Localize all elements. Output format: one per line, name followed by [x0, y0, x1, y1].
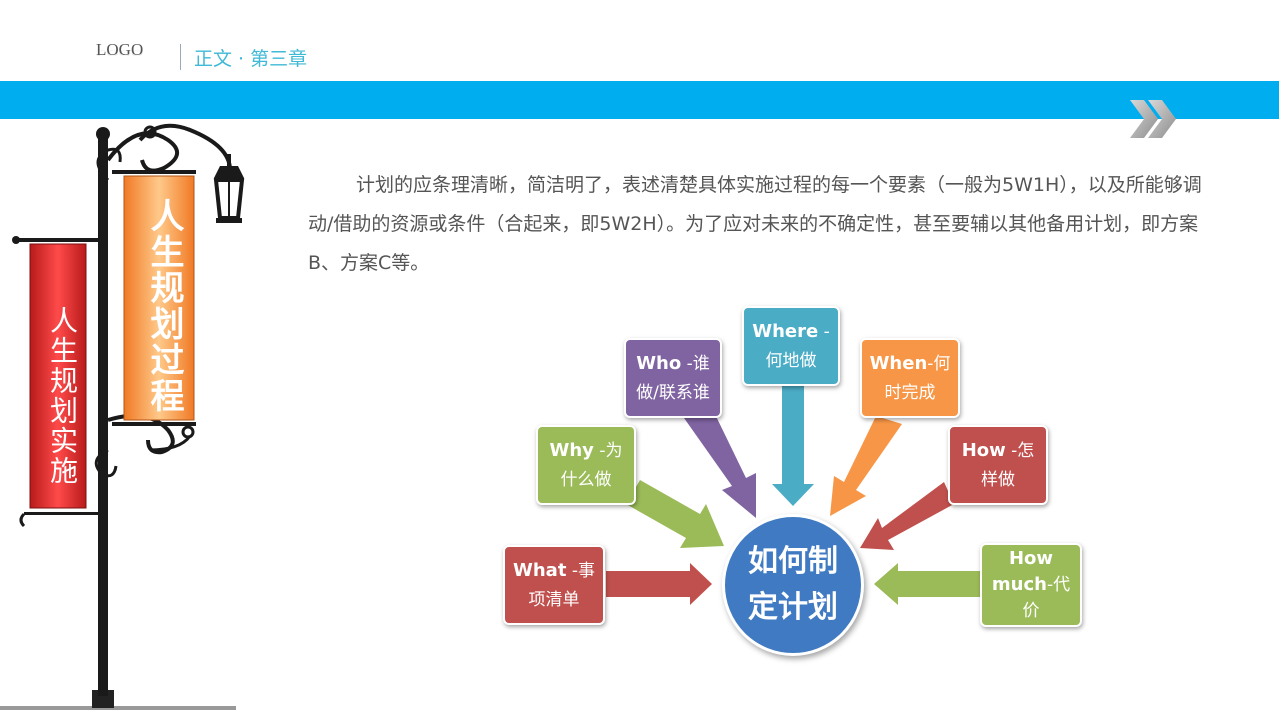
arrow-howmuch [874, 563, 980, 605]
arrow-when [830, 416, 902, 516]
arrow-what [606, 563, 712, 605]
node-how: How -怎 样做 [948, 425, 1048, 505]
double-chevron-icon [1130, 100, 1176, 138]
hub-line-1: 如何制 [748, 544, 838, 579]
arrow-how [860, 482, 954, 550]
arrow-where [772, 386, 814, 506]
chapter-title: 正文 · 第三章 [194, 48, 308, 70]
node-what: What -事 项清单 [503, 545, 605, 625]
header-band [0, 81, 1279, 119]
node-where: Where - 何地做 [742, 306, 840, 386]
arrow-who [684, 408, 756, 518]
node-who: Who -谁 做/联系谁 [624, 338, 722, 418]
header-divider [180, 44, 181, 70]
arrow-why [626, 480, 724, 548]
node-why: Why -为 什么做 [536, 425, 636, 505]
hub-line-2: 定计划 [748, 590, 838, 625]
center-hub: 如何制 定计划 [722, 514, 864, 656]
intro-paragraph: 计划的应条理清晰，简洁明了，表述清楚具体实施过程的每一个要素（一般为5W1H），… [308, 174, 1202, 274]
banner-red-label: 人生规划实施 [46, 306, 79, 486]
street-sign-pole [0, 123, 245, 710]
logo: LOGO [96, 40, 144, 59]
node-how-much: How much-代 价 [980, 543, 1082, 627]
banner-orange-label: 人生规划过程 [144, 198, 184, 414]
node-when: When-何 时完成 [860, 338, 960, 418]
